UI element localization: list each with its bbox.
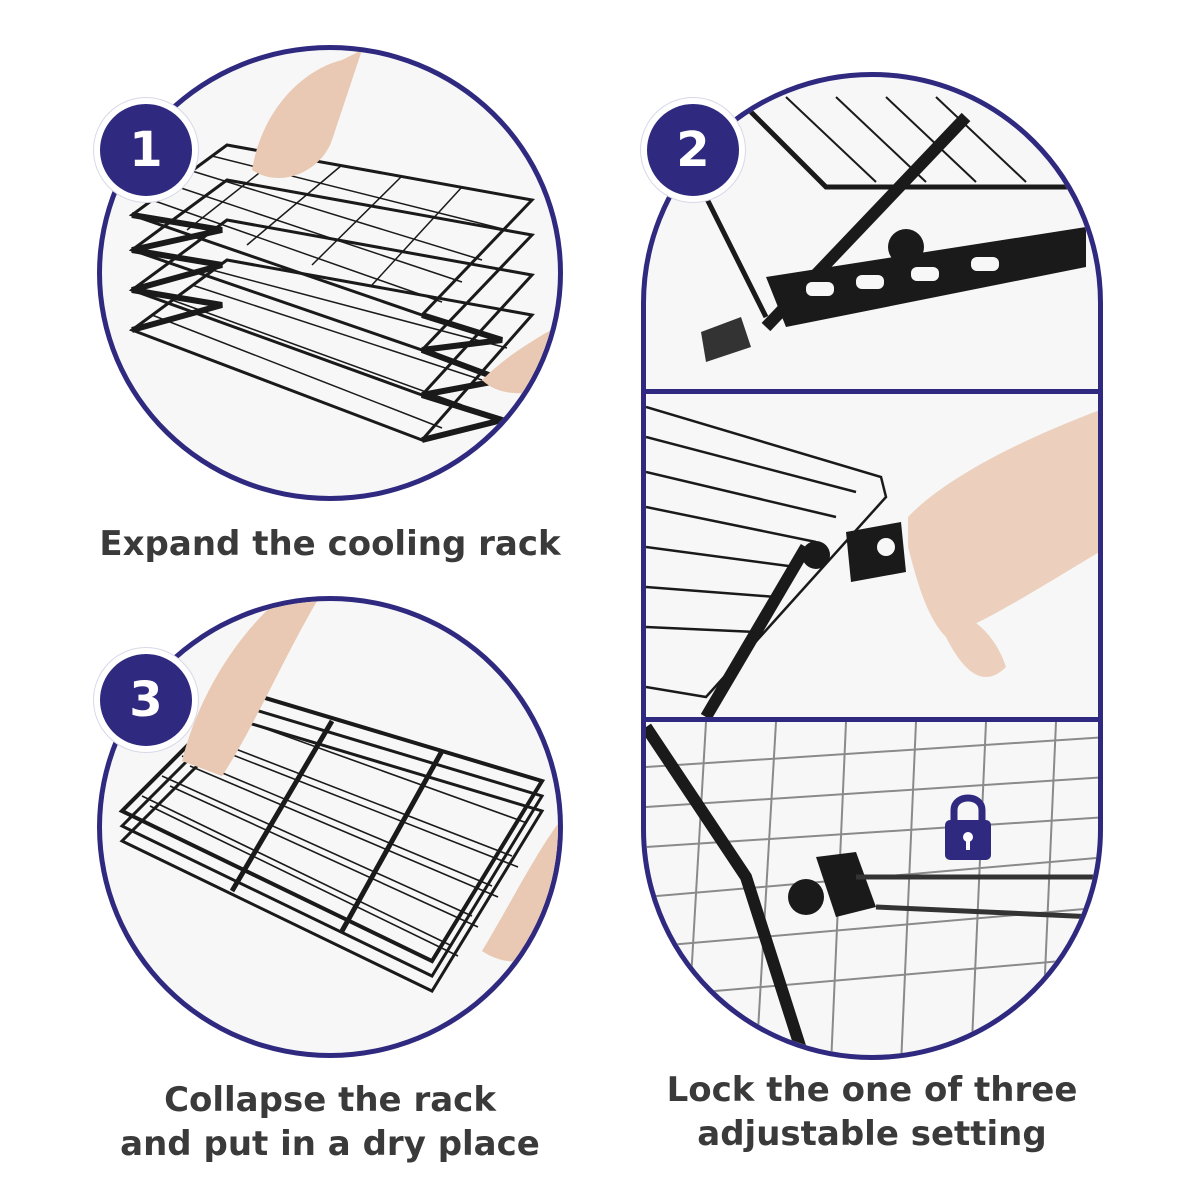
- step-2-badge: 2: [641, 98, 745, 202]
- step-2-image: [641, 72, 1103, 1060]
- step-2-caption-line-2: adjustable setting: [697, 1114, 1047, 1154]
- step-3-caption-line-1: Collapse the rack: [164, 1080, 496, 1120]
- padlock-icon: [943, 790, 993, 862]
- step-3-badge: 3: [94, 648, 198, 752]
- step-3-caption: Collapse the rack and put in a dry place: [80, 1078, 580, 1166]
- expanded-rack-illustration: [128, 50, 558, 443]
- lock-detail-illustrations: [646, 95, 1098, 1055]
- step-3-caption-line-2: and put in a dry place: [120, 1124, 540, 1164]
- step-1-badge: 1: [94, 98, 198, 202]
- collapsed-rack-illustration: [118, 601, 558, 993]
- step-2-caption-line-1: Lock the one of three: [666, 1070, 1078, 1110]
- step-2-caption: Lock the one of three adjustable setting: [622, 1068, 1122, 1156]
- step-1-caption: Expand the cooling rack: [99, 524, 561, 564]
- step-1-image: [97, 45, 563, 501]
